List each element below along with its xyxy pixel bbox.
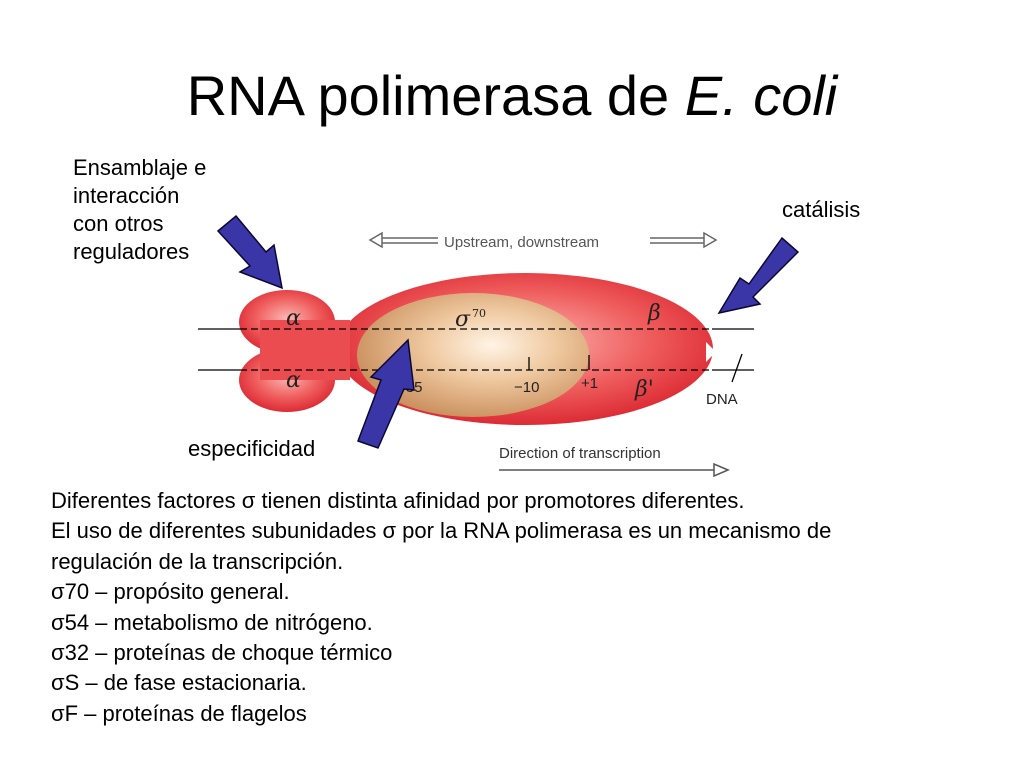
arrow-catalisis-icon [717, 236, 800, 315]
arrowhead-left-icon [368, 231, 383, 249]
callout-ensamblaje: Ensamblaje e interacción con otros regul… [73, 154, 206, 266]
sigma-superscript: 70 [472, 307, 486, 320]
alpha-notch [238, 344, 250, 360]
body-line: Diferentes factores σ tienen distinta af… [51, 488, 745, 513]
position-minus10: −10 [514, 379, 539, 396]
sigma70-subunit [357, 293, 589, 417]
alpha-bottom-label: α [286, 368, 301, 393]
dna-label-pointer [731, 353, 743, 383]
upstream-downstream-label: Upstream, downstream [444, 234, 599, 251]
alpha-top-label: α [286, 306, 301, 331]
callout-ensamblaje-line: Ensamblaje e [73, 155, 207, 180]
callout-ensamblaje-line: reguladores [73, 239, 190, 264]
upstream-downstream-arrow: Upstream, downstream [368, 231, 718, 251]
direction-arrowhead-icon [713, 462, 730, 478]
arrow-ensamblaje-icon [216, 214, 283, 290]
title-organism: E. coli [684, 64, 838, 127]
polymerase-body [238, 273, 716, 425]
body-text: Diferentes factores σ tienen distinta af… [51, 486, 1011, 729]
beta-prime-label: β' [634, 377, 654, 402]
body-line: σF – proteínas de flagelos [51, 700, 307, 726]
direction-label: Direction of transcription [499, 445, 661, 462]
direction-of-transcription: Direction of transcription [499, 445, 730, 478]
body-line: regulación de la transcripción. [51, 548, 344, 574]
beta-notch [706, 342, 716, 362]
body-line: σ32 – proteínas de choque térmico [51, 640, 393, 666]
slide-title: RNA polimerasa de E. coli [0, 60, 1024, 132]
title-text: RNA polimerasa de [186, 64, 685, 127]
body-line: σ54 – metabolismo de nitrógeno. [51, 609, 373, 635]
beta-label: β [647, 301, 661, 326]
body-line: El uso de diferentes subunidades σ por l… [51, 518, 832, 544]
body-line: σ70 – propósito general. [51, 579, 290, 605]
arrowhead-right-icon [703, 231, 718, 249]
position-plus1: +1 [581, 375, 598, 392]
sigma-symbol: σ [455, 307, 471, 332]
callout-ensamblaje-line: interacción [73, 183, 180, 208]
callout-ensamblaje-line: con otros [73, 211, 164, 236]
dna-label: DNA [706, 391, 738, 408]
body-line: σS – de fase estacionaria. [51, 670, 307, 696]
callout-especificidad: especificidad [188, 436, 316, 461]
arrow-especificidad-icon [357, 338, 415, 449]
callout-catalisis: catálisis [782, 197, 861, 222]
